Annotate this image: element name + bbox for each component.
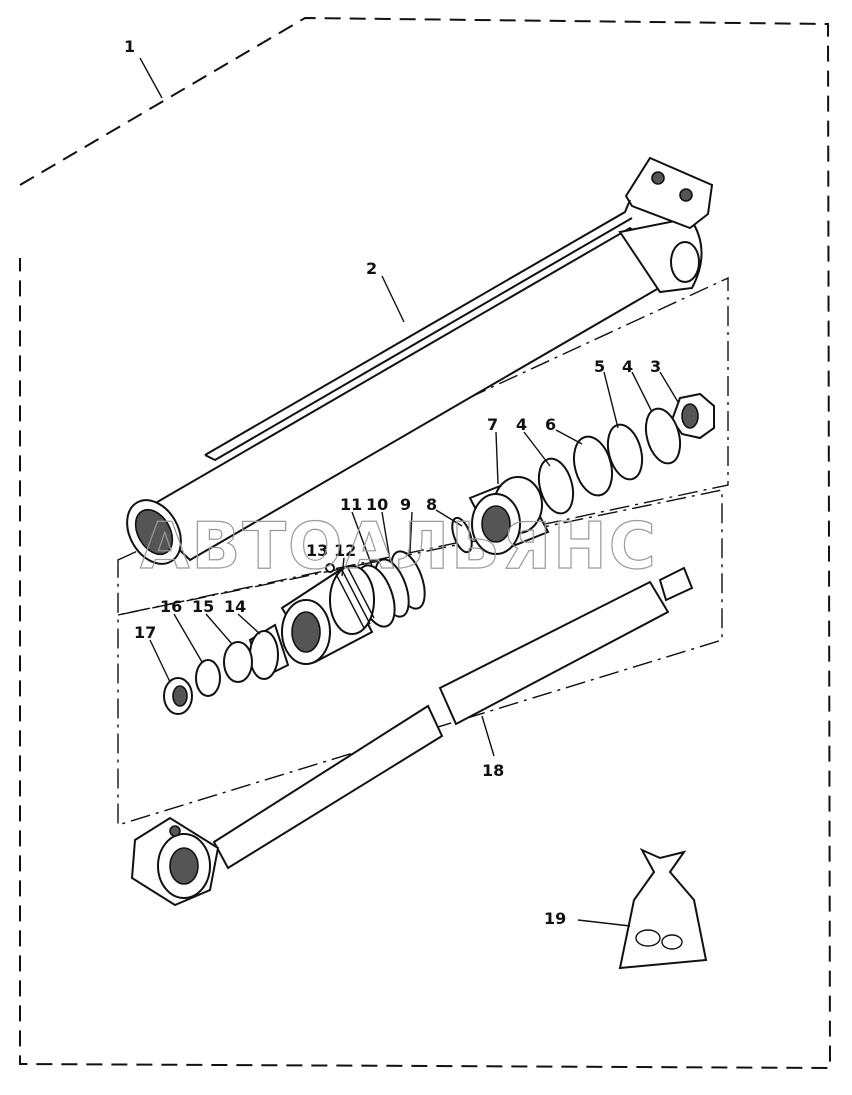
ring-part-4b bbox=[537, 457, 575, 515]
label-part-7: 7 bbox=[487, 415, 498, 434]
leader-lines bbox=[139, 57, 679, 927]
ring-part-4a bbox=[644, 407, 682, 465]
label-part-13: 13 bbox=[306, 541, 328, 560]
label-part-18: 18 bbox=[482, 761, 504, 780]
label-part-6: 6 bbox=[545, 415, 556, 434]
parts-bag-part-19 bbox=[618, 847, 708, 970]
label-part-1: 1 bbox=[124, 37, 135, 56]
label-part-8: 8 bbox=[426, 495, 437, 514]
label-part-4a: 4 bbox=[622, 357, 633, 376]
label-part-19: 19 bbox=[544, 909, 566, 928]
label-part-2: 2 bbox=[366, 259, 377, 278]
piston-part-7 bbox=[468, 476, 550, 555]
gland-part-12 bbox=[280, 565, 375, 665]
label-part-11: 11 bbox=[340, 495, 362, 514]
label-part-5: 5 bbox=[594, 357, 605, 376]
label-part-3: 3 bbox=[650, 357, 661, 376]
label-part-16: 16 bbox=[160, 597, 182, 616]
label-part-12: 12 bbox=[334, 541, 356, 560]
label-part-17: 17 bbox=[134, 623, 156, 642]
label-part-15: 15 bbox=[192, 597, 214, 616]
label-part-9: 9 bbox=[400, 495, 411, 514]
piston-rod-part-18 bbox=[130, 566, 694, 907]
seal-part-16 bbox=[195, 659, 221, 697]
label-part-10: 10 bbox=[366, 495, 388, 514]
ring-part-6 bbox=[572, 435, 614, 497]
label-part-4b: 4 bbox=[516, 415, 527, 434]
wiper-part-17 bbox=[163, 677, 193, 715]
section-frame-upper bbox=[117, 276, 729, 616]
watermark: АВТОАЛЬЯНС bbox=[140, 510, 658, 584]
cylinder-tube bbox=[126, 156, 714, 565]
nut-part-3 bbox=[670, 392, 715, 440]
seal-part-15 bbox=[223, 641, 253, 683]
ball-part-13 bbox=[325, 563, 335, 573]
o-ring-part-8 bbox=[451, 516, 473, 554]
part-labels: 1 2 3 4 5 6 4 7 8 9 10 11 12 13 14 15 16… bbox=[124, 37, 661, 928]
bushing-part-14 bbox=[248, 623, 290, 680]
kit-boundary bbox=[19, 16, 832, 1070]
label-part-14: 14 bbox=[224, 597, 246, 616]
